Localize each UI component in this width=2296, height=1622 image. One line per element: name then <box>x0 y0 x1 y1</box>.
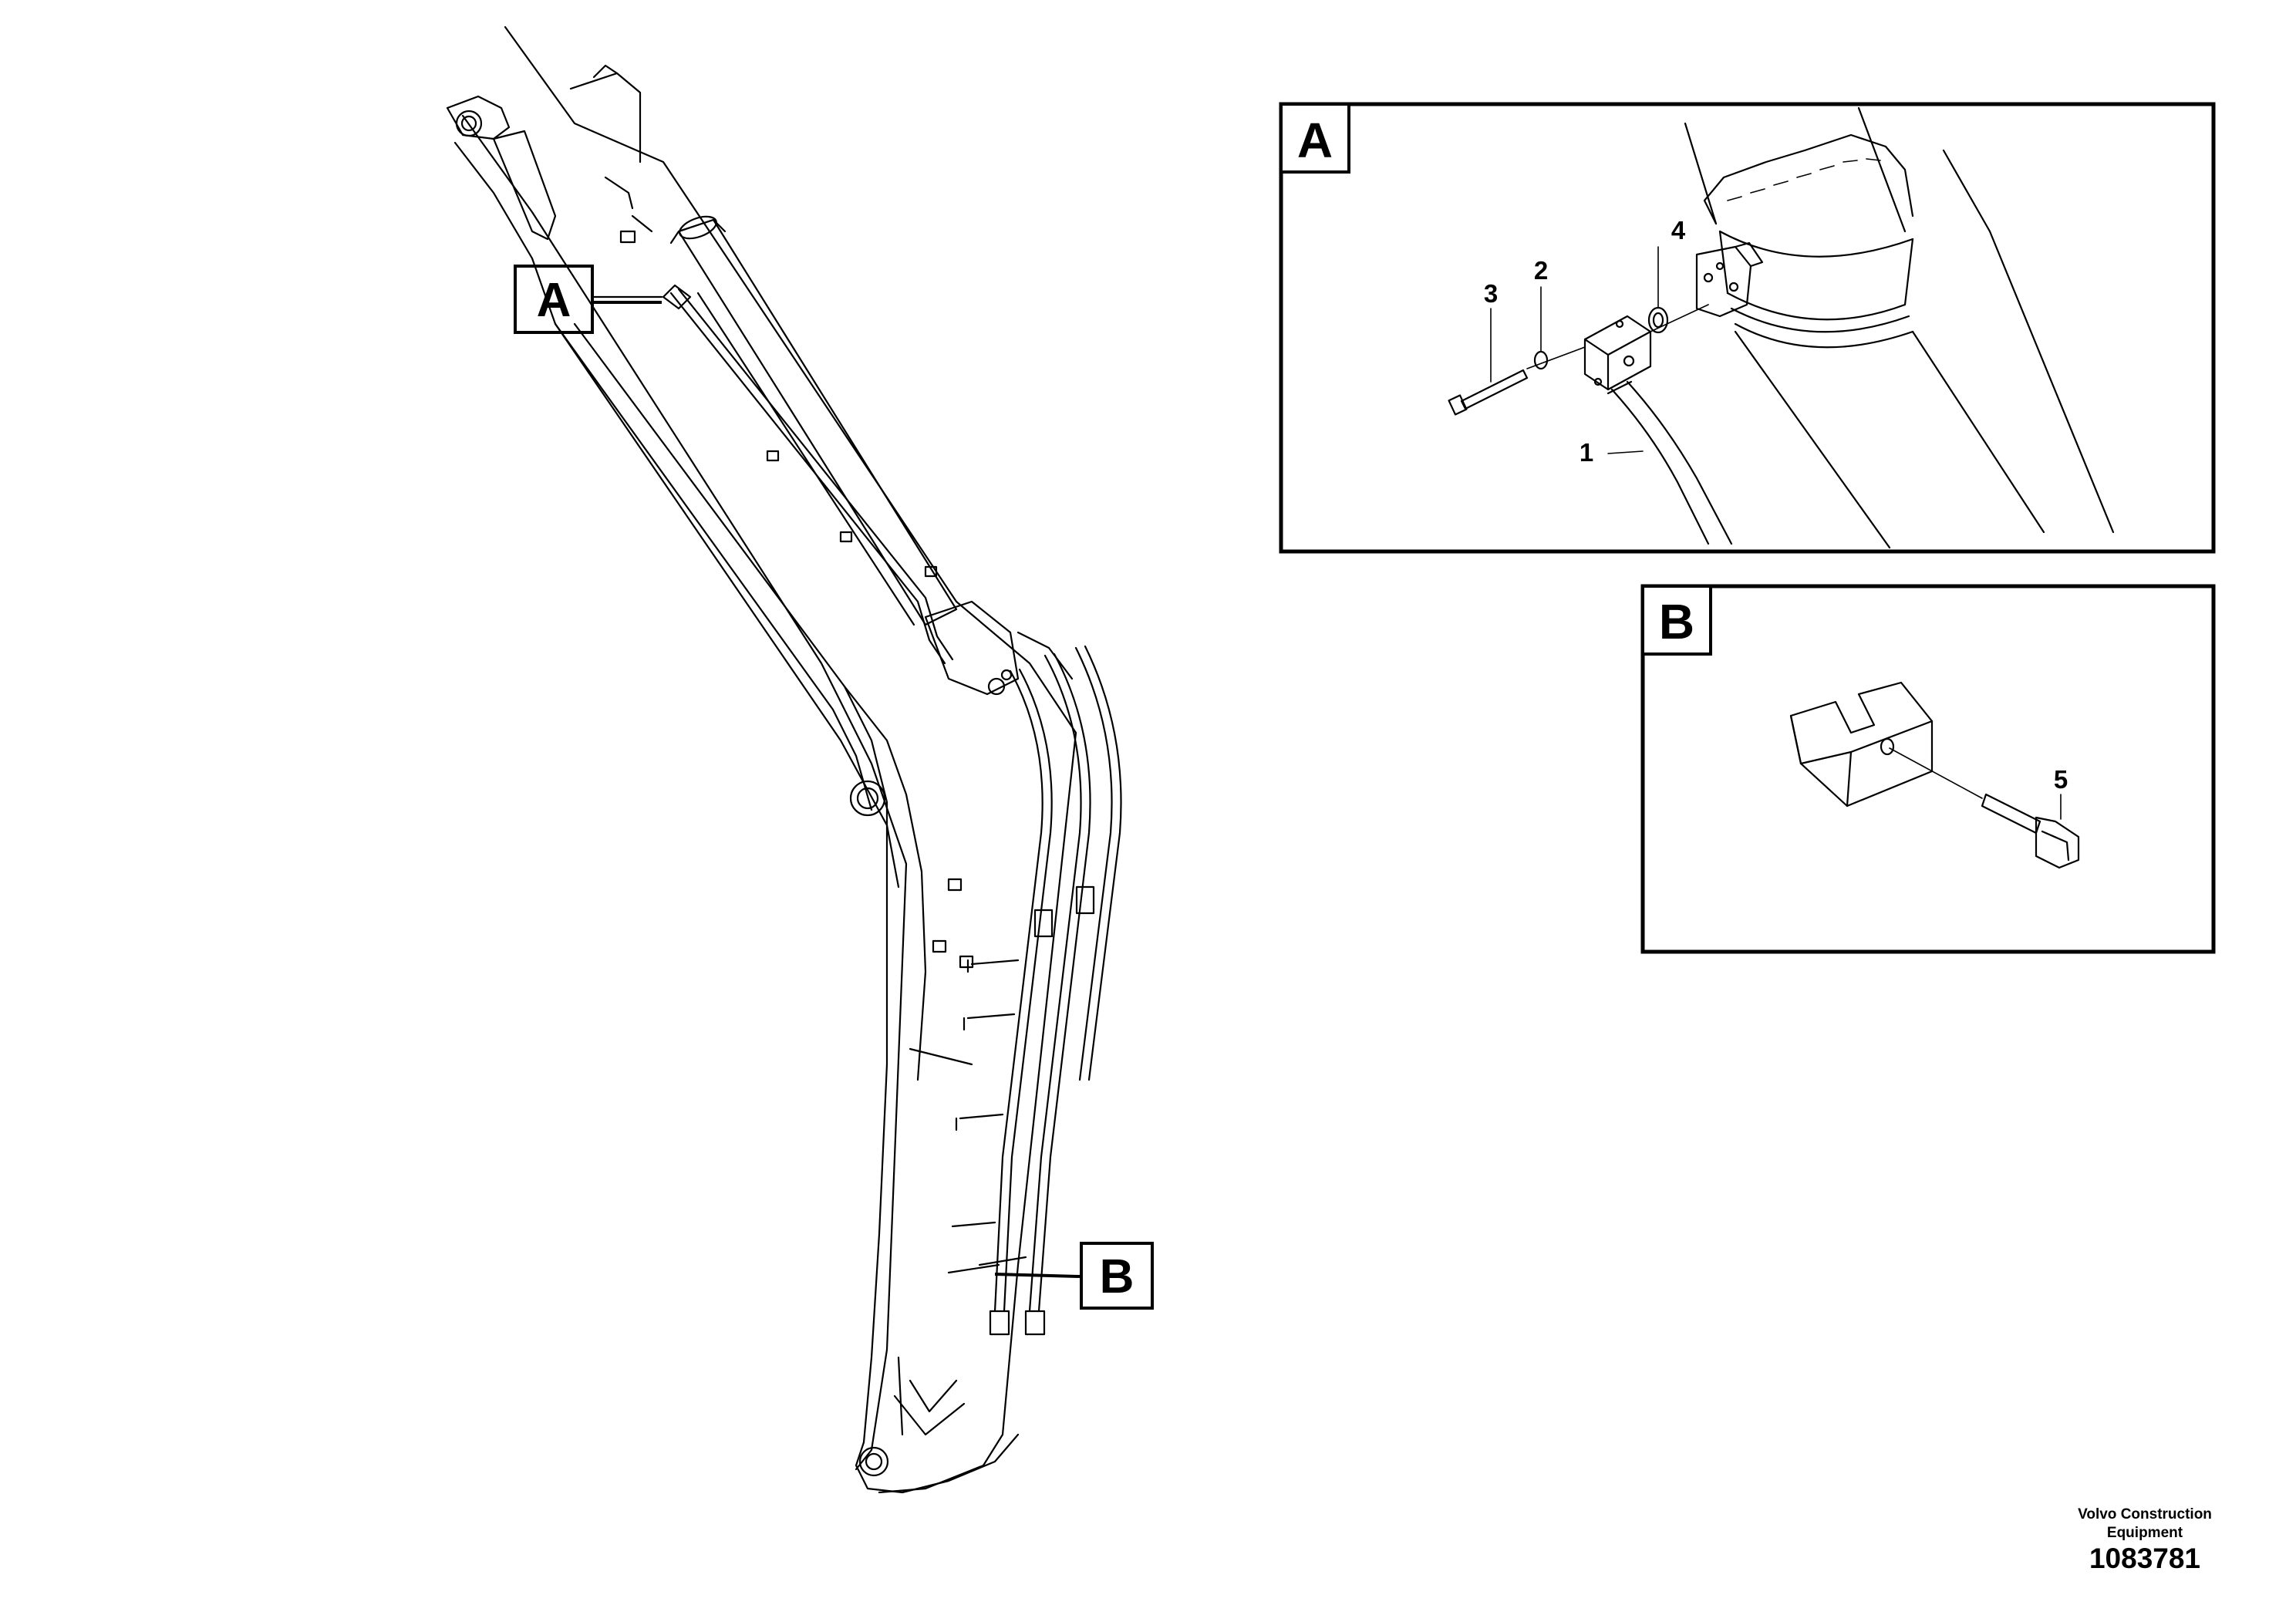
detail-b-part-5: 5 <box>2054 765 2068 794</box>
callout-b-leader <box>994 1273 1081 1278</box>
detail-a-screw <box>1460 369 1529 410</box>
washer <box>1533 350 1549 370</box>
detail-a-part-4: 4 <box>1671 216 1686 244</box>
callout-b-label: B <box>1100 1250 1135 1303</box>
detail-b-label: B <box>1659 594 1694 649</box>
illustration-number: 1083781 <box>2089 1543 2201 1574</box>
boom-illustration <box>446 25 1122 1494</box>
callout-b: B <box>1080 1242 1154 1310</box>
clamp-block <box>1789 681 1934 808</box>
footer-company: Volvo Construction Equipment <box>2078 1506 2212 1541</box>
detail-a-part-1: 1 <box>1580 438 1593 467</box>
detail-a-label: A <box>1297 113 1333 168</box>
detail-b-frame: B 5 <box>1640 584 2216 954</box>
callout-a: A <box>514 265 594 334</box>
detail-a-frame: A <box>1279 102 2216 554</box>
detail-a-part-3: 3 <box>1484 279 1498 308</box>
callout-a-label: A <box>537 274 571 327</box>
detail-a-part-2: 2 <box>1534 256 1548 285</box>
o-ring <box>1647 306 1669 334</box>
